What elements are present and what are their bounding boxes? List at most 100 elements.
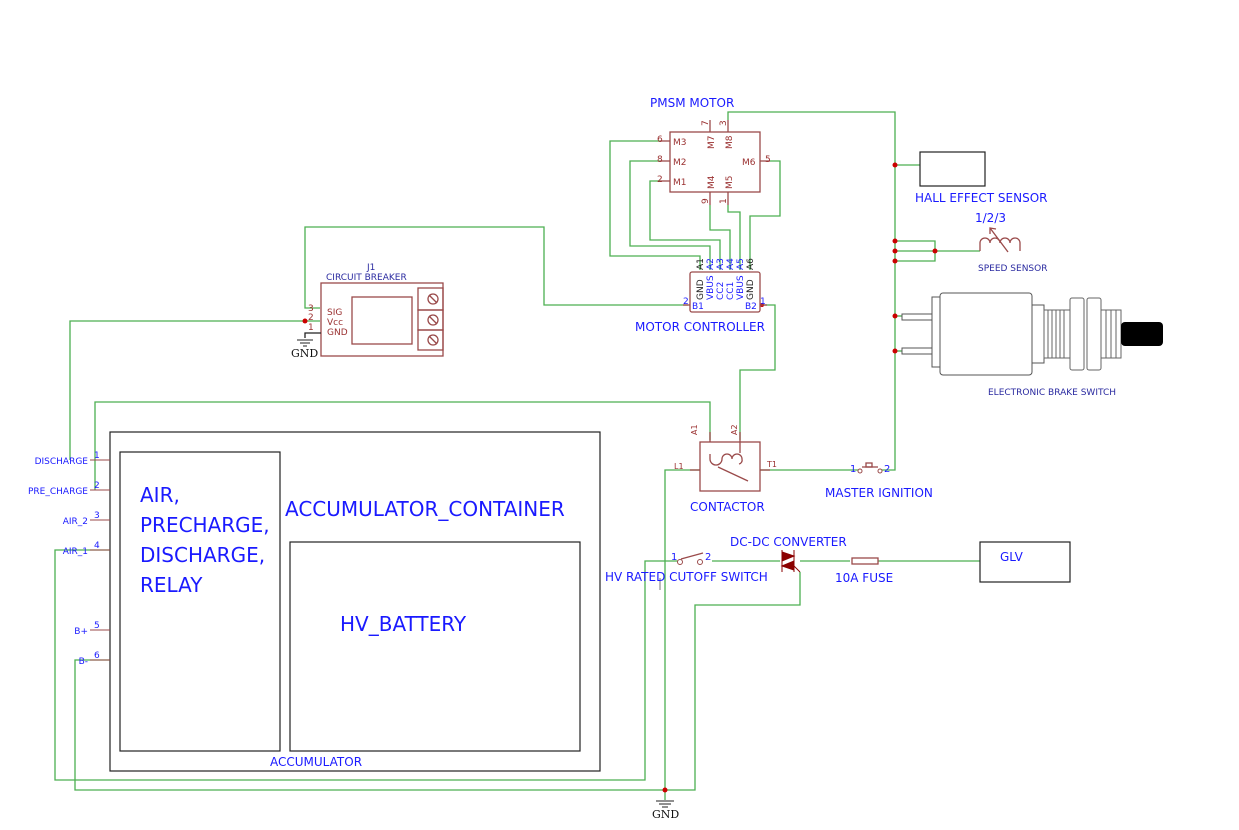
- pin-m3: M3: [673, 138, 687, 148]
- pin-vbus: VBUS: [706, 275, 716, 300]
- pin-m1: M1: [673, 178, 687, 188]
- accumulator-pin-name: AIR_2: [63, 517, 88, 527]
- accumulator-pin-number: 6: [94, 651, 100, 661]
- pin-m2: M2: [673, 158, 687, 168]
- master-ignition-switch[interactable]: 1 2 MASTER IGNITION: [825, 462, 933, 500]
- pin-a2: A2: [730, 424, 739, 435]
- contactor-label: CONTACTOR: [690, 500, 765, 514]
- accumulator-pin-number: 2: [94, 481, 100, 491]
- gnd-label: GND: [652, 808, 679, 821]
- battery-label: HV_BATTERY: [340, 612, 467, 636]
- pin-num: 9: [701, 198, 711, 204]
- ref-j1: J1: [366, 263, 375, 273]
- pmsm-motor-label: PMSM MOTOR: [650, 96, 734, 110]
- svg-text:RELAY: RELAY: [140, 573, 203, 597]
- pin-a6: A6: [746, 258, 756, 270]
- fuse-label: 10A FUSE: [835, 571, 893, 585]
- svg-text:PRECHARGE,: PRECHARGE,: [140, 513, 270, 537]
- inductor-icon: [979, 237, 1021, 251]
- pin-b1: B1: [692, 302, 704, 312]
- pin-num: 2: [683, 297, 689, 307]
- ground-symbol: GND: [652, 800, 679, 821]
- ground-icon: [297, 339, 313, 347]
- pin-num: 8: [657, 155, 663, 165]
- accumulator-pin-name: DISCHARGE: [35, 457, 89, 467]
- gnd-label: GND: [291, 347, 318, 360]
- pin-l1: L1: [674, 462, 684, 471]
- pin-vbus: VBUS: [736, 275, 746, 300]
- svg-text:DISCHARGE,: DISCHARGE,: [140, 543, 265, 567]
- electronic-brake-switch[interactable]: ELECTRONIC BRAKE SWITCH: [901, 292, 1163, 398]
- pin-m7: M7: [707, 136, 717, 150]
- pin-m5: M5: [725, 176, 735, 190]
- pin-num: 2: [308, 313, 314, 323]
- accumulator-pin-name: PRE_CHARGE: [28, 487, 88, 497]
- pin-num: 3: [719, 120, 729, 126]
- pin-cc1: CC1: [726, 282, 736, 300]
- accumulator-pin-number: 4: [94, 541, 100, 551]
- pin-a5: A5: [736, 258, 746, 270]
- pin-num: 7: [701, 120, 711, 126]
- triac-icon: [780, 550, 801, 573]
- pin-gnd: GND: [327, 328, 348, 338]
- pin-num: 1: [719, 198, 729, 204]
- pin-num: 2: [705, 552, 711, 563]
- accumulator-pin-number: 1: [94, 451, 100, 461]
- pin-gnd: GND: [746, 279, 756, 300]
- relay-label: AIR, PRECHARGE, DISCHARGE, RELAY: [140, 483, 270, 597]
- pin-cc2: CC2: [716, 282, 726, 300]
- circuit-breaker-label: CIRCUIT BREAKER: [326, 273, 407, 283]
- screw-terminal-icon: [427, 293, 439, 346]
- pin-gnd: GND: [696, 279, 706, 300]
- brake-switch-label: ELECTRONIC BRAKE SWITCH: [988, 388, 1116, 398]
- fuse-icon: [851, 557, 879, 565]
- motor-controller[interactable]: A1 A2 A3 A4 A5 A6 GND VBUS CC2 CC1 VBUS …: [635, 258, 767, 334]
- pin-num: 1: [308, 323, 314, 333]
- pin-num: 2: [884, 464, 890, 475]
- hall-effect-sensor[interactable]: HALL EFFECT SENSOR: [915, 151, 1048, 205]
- circuit-breaker[interactable]: J1 CIRCUIT BREAKER SIG Vcc GND 3 2 1 GND: [291, 263, 444, 360]
- dcdc-converter[interactable]: DC-DC CONVERTER: [730, 535, 847, 573]
- accumulator-label: ACCUMULATOR: [270, 755, 362, 769]
- coil-icon: [709, 453, 743, 466]
- pin-t1: T1: [766, 460, 777, 469]
- speed-sensor[interactable]: 1/2/3 SPEED SENSOR: [975, 211, 1048, 274]
- pin-a3: A3: [716, 258, 726, 270]
- pin-m8: M8: [725, 135, 735, 149]
- pin-num: 5: [765, 155, 771, 165]
- pin-num: 1: [850, 464, 856, 475]
- accumulator-pin-name: B+: [74, 627, 88, 637]
- pin-a1: A1: [696, 258, 706, 270]
- pin-num: 2: [657, 175, 663, 185]
- pin-num: 3: [308, 304, 314, 314]
- motor-controller-label: MOTOR CONTROLLER: [635, 320, 765, 334]
- hall-sensor-label: HALL EFFECT SENSOR: [915, 191, 1048, 205]
- pin-num: 1: [760, 297, 766, 307]
- svg-text:AIR,: AIR,: [140, 483, 180, 507]
- fuse[interactable]: 10A FUSE: [835, 557, 893, 585]
- pin-a4: A4: [726, 258, 736, 270]
- accumulator-pin-name: B-: [79, 657, 88, 667]
- pin-vcc: Vcc: [327, 318, 343, 328]
- glv[interactable]: GLV: [979, 541, 1071, 583]
- pin-num: 6: [657, 135, 663, 145]
- pin-m6: M6: [742, 158, 756, 168]
- accumulator[interactable]: ACCUMULATOR ACCUMULATOR_CONTAINER HV_BAT…: [28, 431, 601, 772]
- pin-a1: A1: [690, 424, 699, 435]
- accumulator-pin-number: 3: [94, 511, 100, 521]
- junctions: [302, 162, 938, 793]
- pin-b2: B2: [745, 302, 757, 312]
- hv-cutoff-label: HV RATED CUTOFF SWITCH: [605, 570, 768, 584]
- hv-cutoff-switch[interactable]: 1 2 HV RATED CUTOFF SWITCH: [605, 552, 768, 590]
- pin-a2: A2: [706, 258, 716, 270]
- master-ignition-label: MASTER IGNITION: [825, 486, 933, 500]
- glv-label: GLV: [1000, 550, 1024, 564]
- contactor[interactable]: A1 A2 L1 T1 CONTACTOR: [674, 424, 777, 514]
- accumulator-pin-number: 5: [94, 621, 100, 631]
- container-label: ACCUMULATOR_CONTAINER: [285, 497, 565, 521]
- speed-sensor-label: SPEED SENSOR: [978, 264, 1048, 274]
- accumulator-pin-name: AIR_1: [63, 547, 88, 557]
- pmsm-motor[interactable]: PMSM MOTOR M3 M2 M1 M6 M7 M8 M4 M5 6 8 2…: [650, 96, 771, 205]
- pin-sig: SIG: [327, 308, 342, 318]
